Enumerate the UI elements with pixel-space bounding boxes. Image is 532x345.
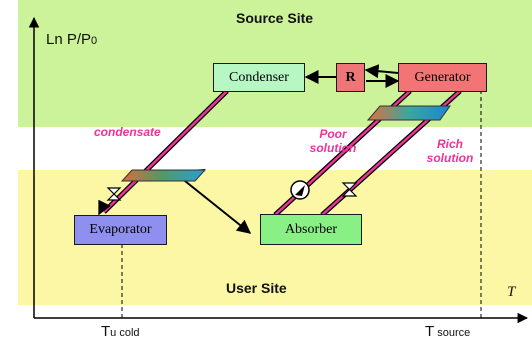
expansion-valve-icon	[106, 187, 122, 201]
t-source-tick-main: T	[425, 323, 435, 340]
poor-solution-label-line-1: Poor	[319, 127, 347, 141]
solution-valve-icon	[341, 182, 358, 197]
t-cold-tick-sub: u cold	[110, 327, 140, 339]
y-axis-label-sub: 0	[91, 35, 98, 47]
condensate-line	[102, 89, 229, 214]
regulator-box: R	[336, 63, 365, 92]
solution-heat-exchanger	[366, 105, 451, 121]
user-site-label: User Site	[226, 280, 287, 296]
generator-box: Generator	[398, 63, 487, 92]
y-axis-label: Ln P/P0	[46, 31, 97, 48]
t-cold-tick-main: T	[101, 323, 111, 340]
source-site-label: Source Site	[236, 10, 314, 26]
condensate-label: condensate	[94, 125, 161, 139]
vapour-flow-arrow	[174, 172, 252, 234]
absorber-box: Absorber	[260, 214, 362, 245]
rich-solution-label: Rich solution	[420, 137, 480, 165]
y-axis-label-main: Ln P/P	[46, 31, 92, 48]
t-cold-tick: Tu cold	[101, 323, 140, 340]
rich-solution-label-line-1: Rich	[436, 137, 463, 151]
t-source-tick-sub: source	[434, 327, 471, 339]
rich-solution-label-line-2: solution	[426, 151, 474, 165]
evaporator-inlet-arrow	[98, 199, 111, 216]
evaporator-box: Evaporator	[74, 215, 167, 245]
poor-solution-label-line-2: solution	[309, 141, 357, 155]
poor-solution-label: Poor solution	[307, 127, 359, 155]
pump-icon	[290, 180, 310, 200]
x-axis-label: T	[507, 284, 516, 300]
condenser-box: Condenser	[213, 63, 305, 92]
t-source-tick: T source	[425, 323, 470, 340]
generator-to-r-top-arrow	[364, 64, 399, 79]
evaporator-heat-exchanger	[120, 169, 207, 182]
